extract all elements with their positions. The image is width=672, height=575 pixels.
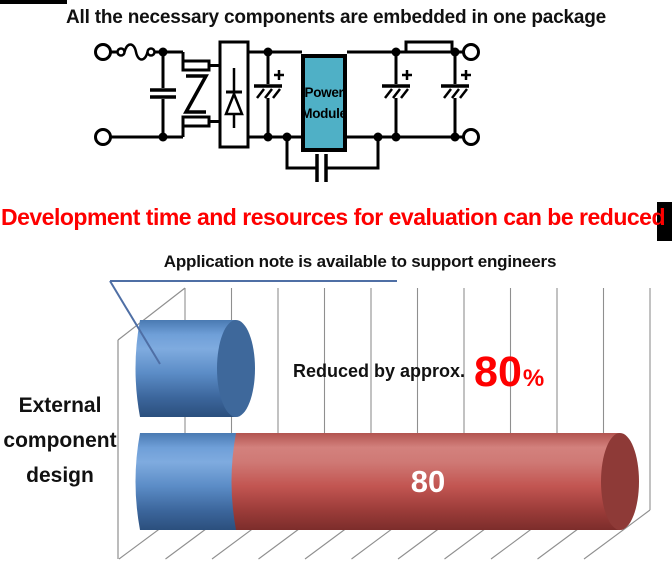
reduction-annotation: Reduced by approx. 80 %	[293, 351, 544, 394]
top-left-black-bar	[0, 0, 67, 4]
bar-data-label: 80	[410, 464, 446, 499]
circuit-wires	[110, 50, 463, 139]
chart-frame-edges	[117, 287, 186, 559]
top-bar-cap	[217, 320, 255, 417]
output-inductor-icon	[404, 40, 454, 54]
bottom-bar-cap	[601, 433, 639, 530]
circuit-diagram	[94, 40, 480, 182]
bottom-bar-red-body	[231, 433, 620, 530]
bottom-bar-blue-body	[135, 433, 236, 530]
category-label: External component design	[3, 394, 117, 487]
output-capacitor-1-icon	[380, 45, 414, 144]
headline-right-black-bar	[657, 202, 672, 241]
output-terminal-icons	[462, 43, 480, 146]
power-module-label-line1: Power	[304, 85, 344, 100]
fuse-icon	[116, 43, 156, 61]
bulk-capacitor-icon	[252, 45, 286, 144]
power-module-label-line2: Module	[301, 105, 347, 121]
input-terminal-icons	[94, 43, 112, 146]
top-banner-title: All the necessary components are embedde…	[66, 7, 606, 28]
bridge-rectifier-icon	[218, 40, 250, 149]
x-capacitor-icon	[150, 47, 176, 142]
common-mode-choke-icon	[181, 52, 220, 137]
top-bar-body	[135, 320, 236, 417]
application-note-text: Application note is available to support…	[163, 252, 557, 271]
annotation-prefix: Reduced by approx.	[293, 361, 466, 381]
callout-line	[109, 280, 397, 365]
chart-bars	[135, 320, 639, 530]
power-module-box: Power Module	[301, 54, 347, 152]
annotation-unit: %	[522, 365, 545, 392]
y-capacitor-icon	[282, 132, 383, 182]
annotation-value: 80	[474, 348, 522, 396]
bar-chart	[109, 280, 651, 560]
output-capacitor-2-icon	[439, 45, 473, 144]
headline-text: Development time and resources for evalu…	[0, 204, 666, 230]
